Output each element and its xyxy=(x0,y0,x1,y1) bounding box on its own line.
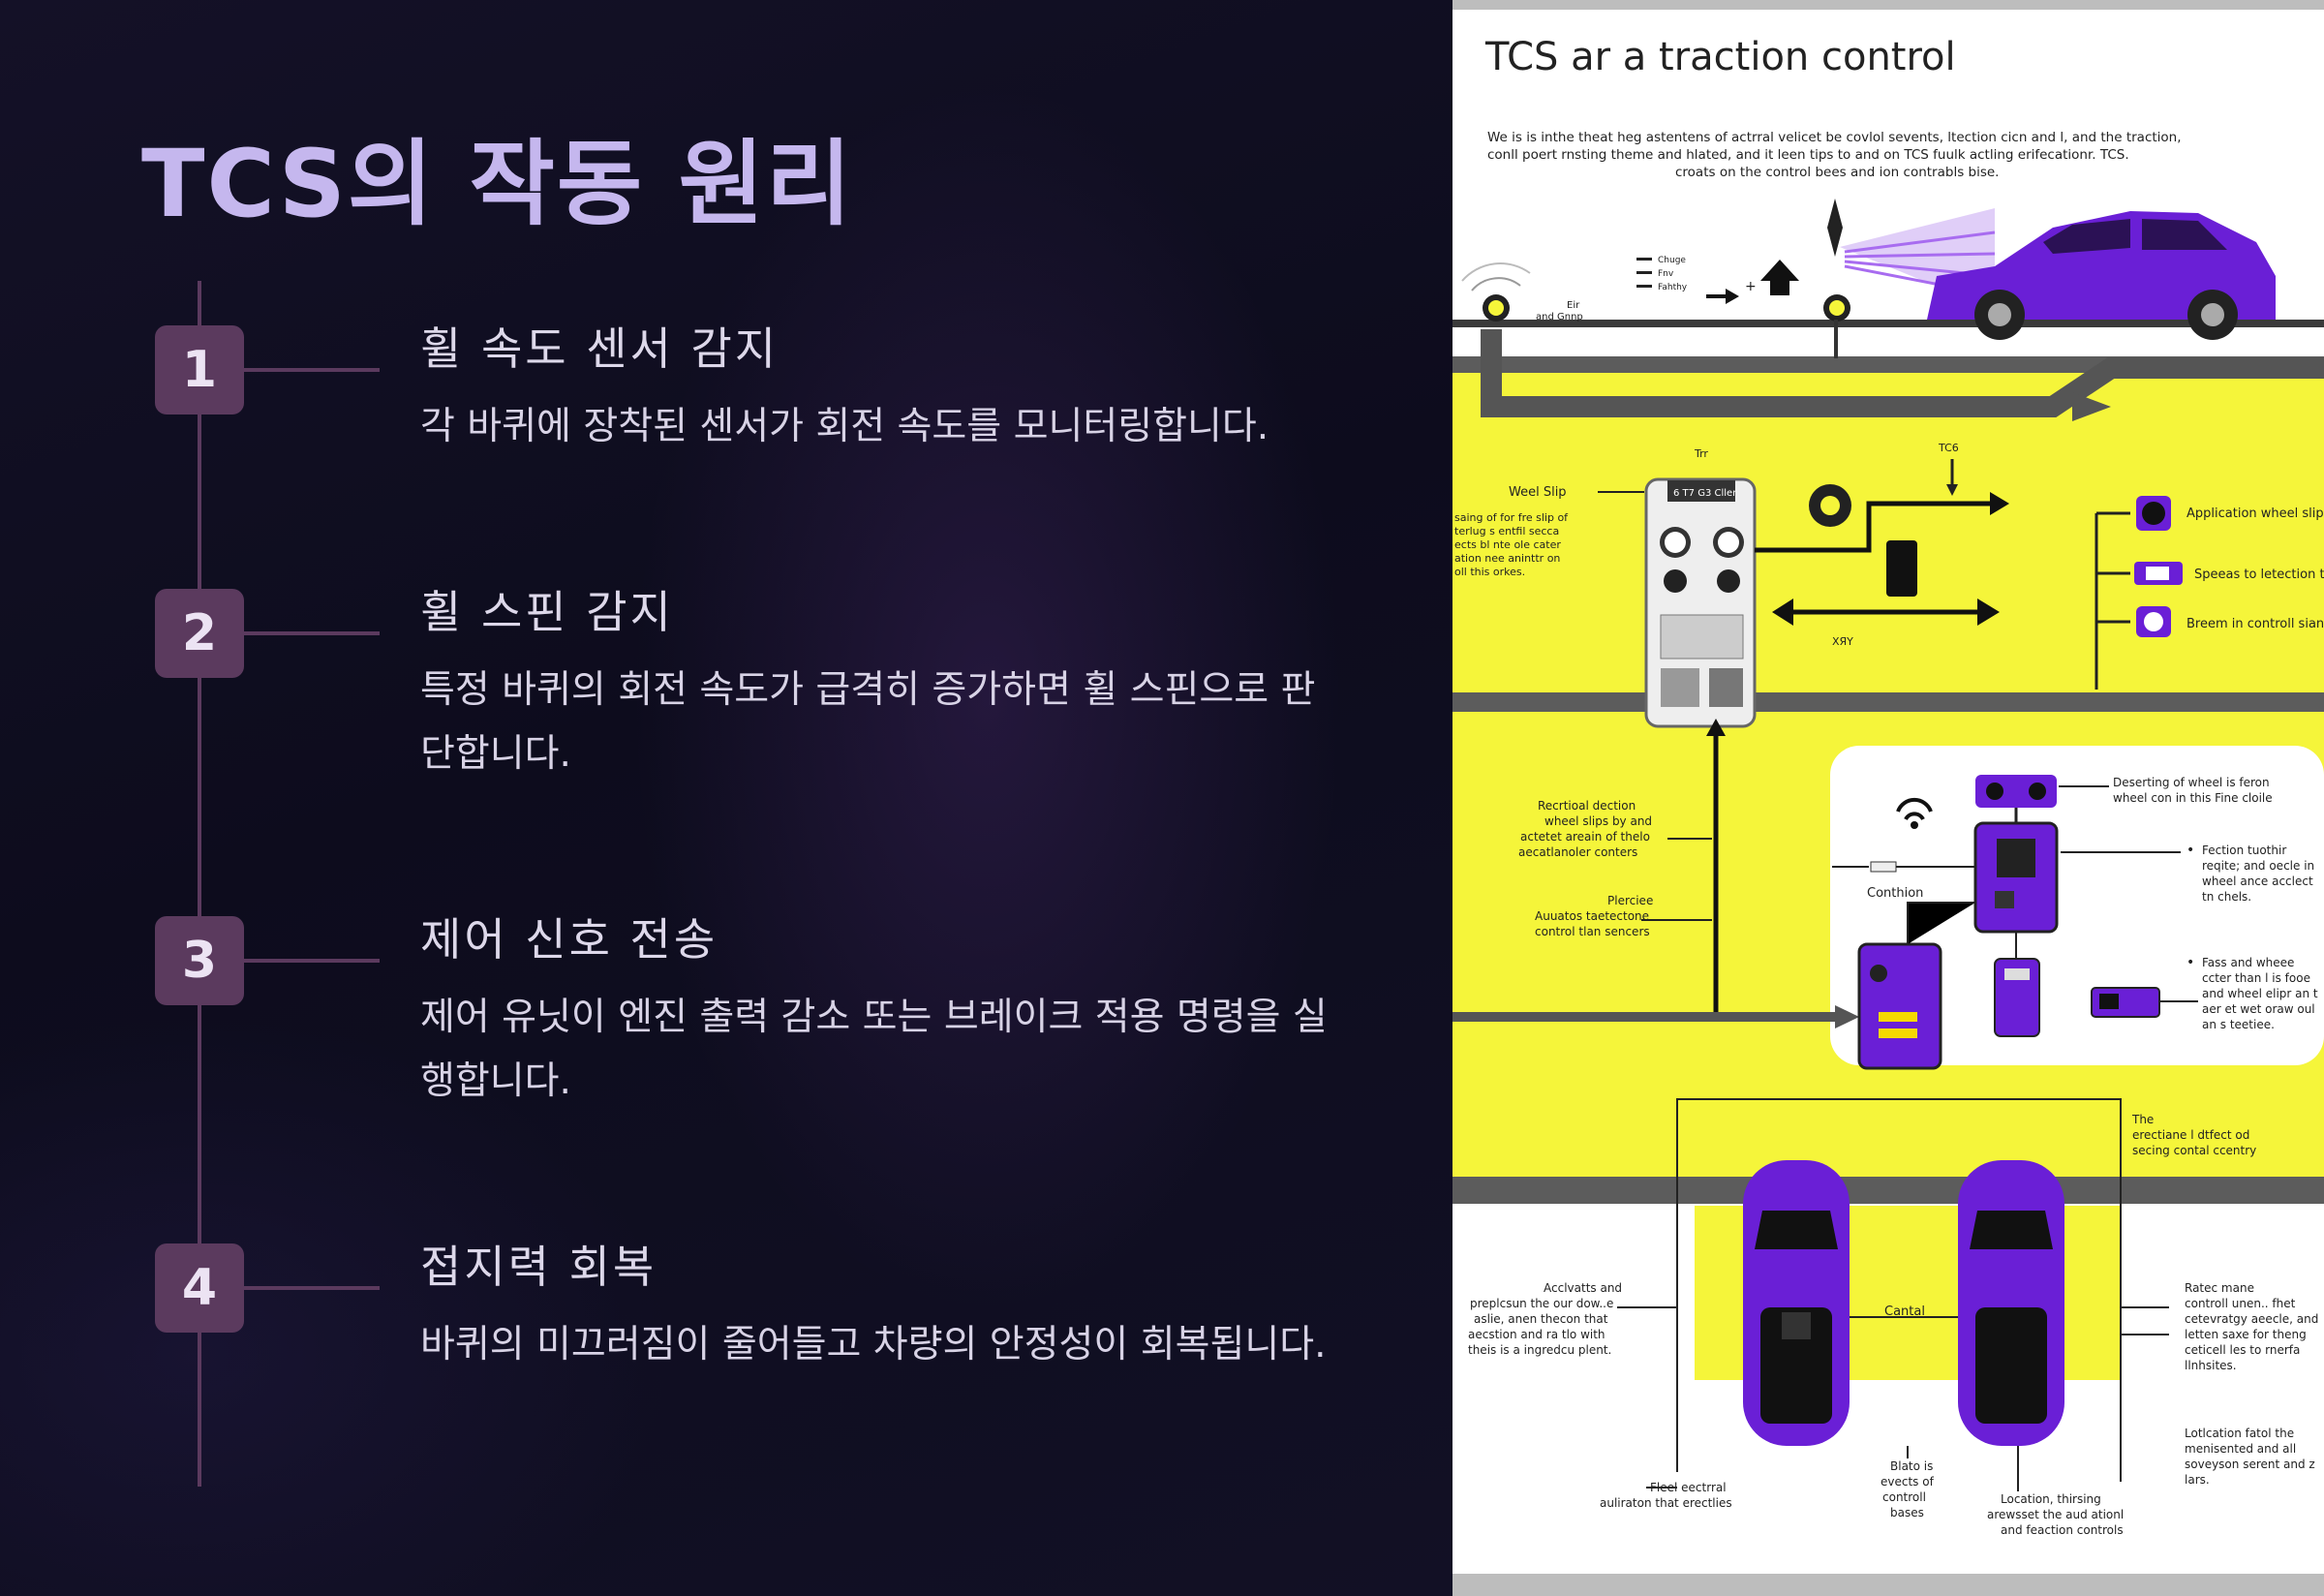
timeline-line xyxy=(198,281,201,1487)
step-description: 제어 유닛이 엔진 출력 감소 또는 브레이크 적용 명령을 실행합니다. xyxy=(420,996,1328,1103)
diagram-label: Conthion xyxy=(1867,886,1923,901)
diagram-label: Location, thirsing xyxy=(2001,1492,2101,1506)
slide-text-panel: TCS의 작동 원리 1 휠 속도 센서 감지 각 바퀴에 장착된 센서가 회전… xyxy=(0,0,1452,1596)
step-number-badge: 1 xyxy=(155,325,244,414)
diagram-label: evects of xyxy=(1881,1475,1935,1489)
step-number-badge: 3 xyxy=(155,916,244,1005)
diagram-label: XЯY xyxy=(1832,635,1853,648)
step-connector xyxy=(244,368,380,372)
diagram-label: wheel con in this Fine cloile xyxy=(2113,791,2273,805)
diagram-label: terlug s entfil secca xyxy=(1454,525,1559,537)
diagram-label: secing contal ccentry xyxy=(2132,1144,2256,1157)
step-connector xyxy=(244,631,380,635)
diagram-label: auliraton that erectlies xyxy=(1600,1496,1732,1510)
diagram-label: Auuatos taetectone xyxy=(1535,909,1649,923)
tcs-diagram-image: TCS ar a traction control We is is inthe… xyxy=(1452,0,2324,1596)
diagram-label: and wheel elipr an t xyxy=(2202,987,2318,1000)
diagram-label: Fass and wheee xyxy=(2202,956,2294,969)
diagram-label: menisented and all xyxy=(2185,1442,2296,1456)
svg-text:•: • xyxy=(2186,843,2194,858)
diagram-label: 6 T7 G3 Cller xyxy=(1673,488,1737,499)
diagram-label: croats on the control bees and ion contr… xyxy=(1675,165,1999,180)
step-connector xyxy=(244,1286,380,1290)
diagram-label: aecstion and ra tlo with xyxy=(1468,1328,1605,1341)
diagram-label: Ratec mane xyxy=(2185,1281,2254,1295)
diagram-label: Deserting of wheel is feron xyxy=(2113,776,2270,789)
step-title: 휠 스핀 감지 xyxy=(420,586,674,638)
diagram-label: control tlan sencers xyxy=(1535,925,1650,938)
diagram-label: aecatlanoler conters xyxy=(1518,845,1637,859)
diagram-label: Blato is xyxy=(1890,1459,1933,1473)
diagram-label: aer et wet oraw oul xyxy=(2202,1002,2315,1016)
step-number-badge: 2 xyxy=(155,589,244,678)
diagram-label: an s teetiee. xyxy=(2202,1018,2275,1031)
step-description: 바퀴의 미끄러짐이 줄어들고 차량의 안정성이 회복됩니다. xyxy=(420,1323,1327,1366)
diagram-label: theis is a ingredcu plent. xyxy=(1468,1343,1611,1357)
diagram-label: Lotlcation fatol the xyxy=(2185,1427,2294,1440)
diagram-label: controll xyxy=(1882,1490,1926,1504)
diagram-label: Weel Slip xyxy=(1509,485,1567,500)
diagram-label: Speeas to letection tlips xyxy=(2194,568,2324,582)
diagram-label: ects bl nte ole cater xyxy=(1454,538,1561,551)
diagram-label: lars. xyxy=(2185,1473,2210,1487)
diagram-label: wheel slips by and xyxy=(1544,814,1652,828)
diagram-label: and feaction controls xyxy=(2001,1523,2124,1537)
page-title: TCS의 작동 원리 xyxy=(141,130,854,238)
diagram-label: Trr xyxy=(1694,447,1708,460)
diagram-label: The xyxy=(2131,1113,2154,1126)
step-description: 특정 바퀴의 회전 속도가 급격히 증가하면 휠 스핀으로 판단합니다. xyxy=(420,668,1316,776)
diagram-label: cetevratgy aeecle, and xyxy=(2185,1312,2318,1326)
diagram-label: llnhsites. xyxy=(2185,1359,2237,1372)
svg-text:+: + xyxy=(1745,279,1757,294)
step-number-badge: 4 xyxy=(155,1243,244,1333)
diagram-label: Application wheel slip xyxy=(2186,506,2324,521)
diagram-label: letten saxe for theng xyxy=(2185,1328,2307,1341)
step-title: 제어 신호 전송 xyxy=(420,913,719,966)
diagram-label: ccter than l is fooe xyxy=(2202,971,2310,985)
diagram-label: Chuge xyxy=(1658,256,1686,265)
yellow-band-top xyxy=(1452,373,2324,692)
diagram-label: arewsset the aud ationl xyxy=(1987,1508,2124,1521)
step-connector xyxy=(244,959,380,963)
diagram-label: Cantal xyxy=(1884,1304,1925,1319)
diagram-label: Recrtioal dection xyxy=(1538,799,1636,813)
diagram-label: ceticell les to rnerfa xyxy=(2185,1343,2300,1357)
diagram-label: Fnv xyxy=(1658,269,1674,279)
diagram-label: aslie, anen thecon that xyxy=(1474,1312,1608,1326)
diagram-label: and Gnnp xyxy=(1536,312,1583,322)
diagram-label: actetet areain of thelo xyxy=(1520,830,1650,844)
diagram-label: bases xyxy=(1890,1506,1924,1519)
diagram-label: TC6 xyxy=(1938,442,1959,454)
diagram-label: tn chels. xyxy=(2202,890,2251,904)
diagram-label: soveyson serent and z xyxy=(2185,1458,2315,1471)
diagram-label: ation nee aninttr on xyxy=(1454,552,1560,565)
diagram-label: Breem in controll sian xyxy=(2186,617,2324,631)
step-title: 접지력 회복 xyxy=(420,1241,657,1293)
diagram-label: wheel ance acclect xyxy=(2202,875,2313,888)
diagram-label: preplcsun the our dow..e xyxy=(1470,1297,1613,1310)
diagram-label: Fleel eectrral xyxy=(1650,1481,1727,1494)
diagram-label: conll poert rnsting theme and hlated, an… xyxy=(1487,147,2129,163)
diagram-label: saing of for fre slip of xyxy=(1454,511,1569,524)
diagram-label: erectiane l dtfect od xyxy=(2132,1128,2249,1142)
diagram-label: Fection tuothir xyxy=(2202,844,2286,857)
diagram-label: reqite; and oecle in xyxy=(2202,859,2314,873)
tcs-diagram: TCS ar a traction control We is is inthe… xyxy=(1452,0,2324,1596)
diagram-label: controll unen.. fhet xyxy=(2185,1297,2296,1310)
diagram-label: oll this orkes. xyxy=(1454,566,1525,578)
diagram-label: Acclvatts and xyxy=(1544,1281,1622,1295)
svg-text:•: • xyxy=(2186,955,2194,970)
diagram-label: Plerciee xyxy=(1607,894,1653,907)
diagram-label: Fahthy xyxy=(1658,283,1688,292)
step-title: 휠 속도 센서 감지 xyxy=(420,322,780,375)
step-description: 각 바퀴에 장착된 센서가 회전 속도를 모니터링합니다. xyxy=(420,405,1269,448)
diagram-label: Eir xyxy=(1567,300,1580,311)
diagram-label: We is is inthe theat heg astentens of ac… xyxy=(1487,130,2182,145)
diagram-label: TCS ar a traction control xyxy=(1484,35,1956,79)
